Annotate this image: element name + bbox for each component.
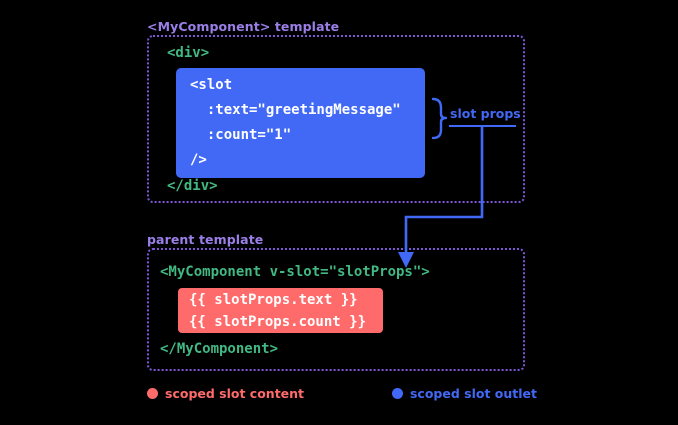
- mycomponent-open-tag: <MyComponent v-slot="slotProps">: [160, 264, 430, 280]
- legend-item-scoped-slot-outlet: scoped slot outlet: [391, 386, 537, 401]
- legend-item-scoped-slot-content: scoped slot content: [147, 386, 304, 401]
- mycomponent-close-tag: </MyComponent>: [160, 341, 279, 357]
- scoped-slot-outlet-box: <slot :text="greetingMessage" :count="1"…: [176, 68, 425, 178]
- slot-outlet-line-4: />: [190, 152, 207, 168]
- div-open-tag: <div>: [167, 45, 210, 61]
- slot-props-caption: slot props: [450, 106, 521, 121]
- slot-outlet-line-2: :text="greetingMessage": [190, 102, 401, 118]
- component-template-label: <MyComponent> template: [147, 19, 340, 34]
- parent-template-label: parent template: [147, 232, 264, 247]
- legend: scoped slot content scoped slot outlet: [147, 386, 537, 401]
- slot-content-line-1: {{ slotProps.text }}: [189, 292, 358, 308]
- legend-label-scoped-slot-outlet: scoped slot outlet: [409, 386, 537, 401]
- slot-outlet-line-3: :count="1": [190, 127, 292, 143]
- parent-template-box: [147, 248, 525, 371]
- component-template-box: [147, 35, 525, 203]
- slot-content-line-2: {{ slotProps.count }}: [189, 314, 367, 330]
- div-close-tag: </div>: [167, 178, 218, 194]
- legend-label-scoped-slot-content: scoped slot content: [165, 386, 305, 401]
- legend-dot-red: [147, 388, 158, 399]
- scoped-slot-content-box: {{ slotProps.text }} {{ slotProps.count …: [178, 288, 383, 333]
- slot-outlet-line-1: <slot: [190, 77, 233, 93]
- legend-dot-blue: [391, 388, 403, 399]
